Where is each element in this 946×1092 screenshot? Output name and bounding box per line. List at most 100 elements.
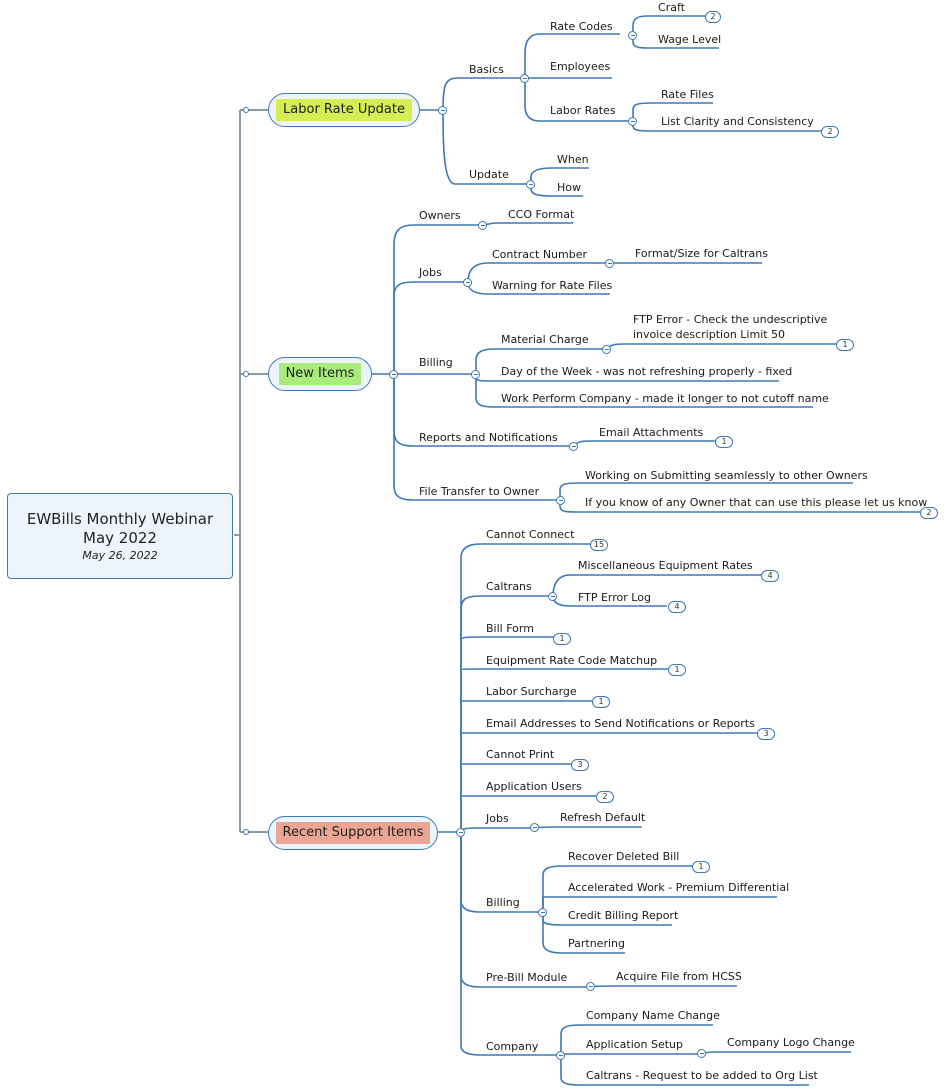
collapse-toggle-material-charge[interactable]	[602, 345, 611, 354]
topic-acquire-file-hcss[interactable]: Acquire File from HCSS	[616, 970, 742, 983]
topic-recent-support-items[interactable]: Recent Support Items	[268, 816, 438, 850]
topic-file-transfer[interactable]: File Transfer to Owner	[419, 485, 540, 498]
collapse-toggle-rate-codes[interactable]	[628, 31, 637, 40]
collapse-toggle-jobs-new[interactable]	[463, 278, 472, 287]
ftp-error-log-count-badge[interactable]: 4	[668, 601, 686, 613]
collapse-toggle-billing-support[interactable]	[538, 908, 547, 917]
topic-caltrans[interactable]: Caltrans	[486, 580, 532, 593]
cannot-print-count-badge[interactable]: 3	[571, 759, 589, 771]
collapse-toggle-company[interactable]	[556, 1051, 565, 1060]
collapse-toggle-basics[interactable]	[520, 74, 529, 83]
topic-email-attachments[interactable]: Email Attachments	[599, 426, 704, 439]
topic-format-size[interactable]: Format/Size for Caltrans	[635, 247, 768, 260]
collapse-toggle-jobs-support[interactable]	[530, 823, 539, 832]
topic-work-perform-company[interactable]: Work Perform Company - made it longer to…	[501, 392, 829, 405]
collapse-toggle-labor-rates[interactable]	[628, 117, 637, 126]
topic-rate-codes[interactable]: Rate Codes	[550, 20, 613, 33]
collapse-toggle-contract-number[interactable]	[605, 259, 614, 268]
topic-cco-format[interactable]: CCO Format	[508, 208, 575, 221]
topic-ftp-error-log[interactable]: FTP Error Log	[578, 591, 651, 604]
topic-application-users[interactable]: Application Users	[486, 780, 582, 793]
topic-if-you-know[interactable]: If you know of any Owner that can use th…	[585, 496, 928, 509]
collapse-toggle-application-setup[interactable]	[697, 1049, 706, 1058]
bill-form-count-badge[interactable]: 1	[553, 633, 571, 645]
topic-ftp-error-line2[interactable]: invoice description Limit 50	[633, 328, 786, 341]
topic-reports-notifications[interactable]: Reports and Notifications	[419, 431, 558, 444]
topic-labor-surcharge[interactable]: Labor Surcharge	[486, 685, 577, 698]
topic-day-of-week[interactable]: Day of the Week - was not refreshing pro…	[501, 365, 793, 378]
central-date: May 26, 2022	[82, 549, 158, 562]
topic-bill-form[interactable]: Bill Form	[486, 622, 534, 635]
email-attachments-count-badge[interactable]: 1	[715, 436, 733, 448]
application-users-count-badge[interactable]: 2	[596, 791, 614, 803]
collapse-toggle-reports[interactable]	[569, 442, 578, 451]
topic-jobs-new[interactable]: Jobs	[419, 266, 442, 279]
topic-email-addresses[interactable]: Email Addresses to Send Notifications or…	[486, 717, 755, 730]
topic-basics[interactable]: Basics	[469, 63, 504, 76]
central-title-line2: May 2022	[83, 529, 157, 547]
email-addresses-count-badge[interactable]: 3	[757, 728, 775, 740]
equipment-rate-count-badge[interactable]: 1	[668, 664, 686, 676]
topic-caltrans-request[interactable]: Caltrans - Request to be added to Org Li…	[586, 1069, 818, 1082]
topic-craft[interactable]: Craft	[658, 1, 685, 14]
topic-owners[interactable]: Owners	[419, 209, 461, 222]
topic-update[interactable]: Update	[469, 168, 509, 181]
topic-recover-deleted-bill[interactable]: Recover Deleted Bill	[568, 850, 680, 863]
topic-how[interactable]: How	[557, 181, 581, 194]
topic-cannot-print[interactable]: Cannot Print	[486, 748, 555, 761]
collapse-toggle-billing-new[interactable]	[471, 370, 480, 379]
topic-ftp-error-line1[interactable]: FTP Error - Check the undescriptive	[633, 313, 828, 326]
topic-cannot-connect[interactable]: Cannot Connect	[486, 528, 575, 541]
topic-new-items[interactable]: New Items	[268, 357, 372, 391]
topic-recent-support-items-label: Recent Support Items	[275, 822, 431, 844]
new-items-attach-dot	[243, 371, 249, 377]
misc-equipment-count-badge[interactable]: 4	[761, 570, 779, 582]
topic-contract-number[interactable]: Contract Number	[492, 248, 588, 261]
collapse-toggle-new-items[interactable]	[389, 370, 398, 379]
craft-count-badge[interactable]: 2	[705, 11, 721, 23]
topic-jobs-support[interactable]: Jobs	[486, 812, 509, 825]
topic-employees[interactable]: Employees	[550, 60, 611, 73]
topic-new-items-label: New Items	[278, 363, 362, 385]
collapse-toggle-support[interactable]	[456, 828, 465, 837]
topic-list-clarity[interactable]: List Clarity and Consistency	[661, 115, 814, 128]
cannot-connect-count-badge[interactable]: 15	[590, 539, 608, 551]
topic-equipment-rate-code-matchup[interactable]: Equipment Rate Code Matchup	[486, 654, 658, 667]
ftp-error-count-badge[interactable]: 1	[836, 339, 854, 351]
topic-partnering[interactable]: Partnering	[568, 937, 625, 950]
topic-credit-billing-report[interactable]: Credit Billing Report	[568, 909, 679, 922]
topic-accelerated-work[interactable]: Accelerated Work - Premium Differential	[568, 881, 790, 894]
list-clarity-count-badge[interactable]: 2	[821, 126, 839, 138]
topic-working-on-submitting[interactable]: Working on Submitting seamlessly to othe…	[585, 469, 868, 482]
central-topic[interactable]: EWBills Monthly Webinar May 2022 May 26,…	[7, 493, 233, 579]
topic-warning-rate-files[interactable]: Warning for Rate Files	[492, 279, 613, 292]
topic-company[interactable]: Company	[486, 1040, 539, 1053]
topic-misc-equipment-rates[interactable]: Miscellaneous Equipment Rates	[578, 559, 753, 572]
collapse-toggle-caltrans[interactable]	[548, 592, 557, 601]
topic-when[interactable]: When	[557, 153, 589, 166]
collapse-toggle-owners[interactable]	[478, 221, 487, 230]
topic-billing-support[interactable]: Billing	[486, 896, 520, 909]
topic-rate-files[interactable]: Rate Files	[661, 88, 714, 101]
topic-company-logo-change[interactable]: Company Logo Change	[727, 1036, 855, 1049]
topic-labor-rates[interactable]: Labor Rates	[550, 104, 616, 117]
topic-refresh-default[interactable]: Refresh Default	[560, 811, 646, 824]
central-title-line1: EWBills Monthly Webinar	[26, 510, 214, 528]
topic-company-name-change[interactable]: Company Name Change	[586, 1009, 720, 1022]
topic-material-charge[interactable]: Material Charge	[501, 333, 589, 346]
support-attach-dot	[243, 829, 249, 835]
collapse-toggle-update[interactable]	[526, 180, 535, 189]
topic-billing-new[interactable]: Billing	[419, 356, 453, 369]
labor-surcharge-count-badge[interactable]: 1	[592, 696, 610, 708]
topic-application-setup[interactable]: Application Setup	[586, 1038, 683, 1051]
collapse-toggle-labor[interactable]	[438, 106, 447, 115]
collapse-toggle-pre-bill[interactable]	[586, 982, 595, 991]
if-you-know-count-badge[interactable]: 2	[920, 507, 938, 519]
topic-wage-level[interactable]: Wage Level	[658, 33, 722, 46]
collapse-toggle-file-transfer[interactable]	[556, 496, 565, 505]
topic-pre-bill-module[interactable]: Pre-Bill Module	[486, 971, 568, 984]
topic-labor-rate-update[interactable]: Labor Rate Update	[268, 93, 420, 127]
labor-attach-dot	[243, 107, 249, 113]
topic-labor-rate-update-label: Labor Rate Update	[276, 99, 412, 121]
recover-deleted-count-badge[interactable]: 1	[692, 861, 710, 873]
